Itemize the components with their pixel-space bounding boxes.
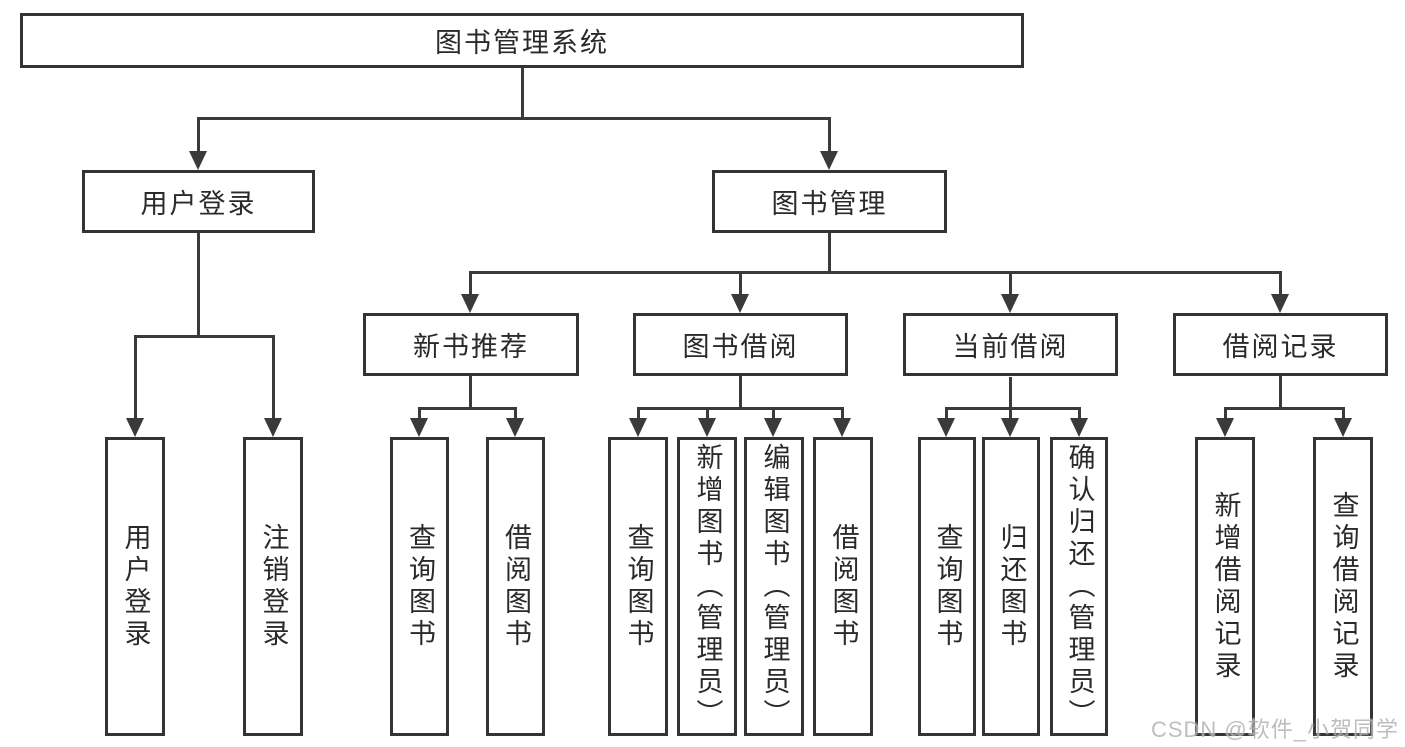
node-leaf-borrow-books-borrow: 借阅图书	[813, 437, 873, 736]
connector-line	[1008, 271, 1012, 295]
node-leaf-query-books-borrow: 查询图书	[608, 437, 668, 736]
node-root: 图书管理系统	[20, 13, 1024, 68]
connector-line	[271, 335, 275, 419]
node-new-book-recommend: 新书推荐	[363, 313, 579, 376]
node-leaf-logout-label: 注销登录	[258, 522, 289, 651]
arrow-down-icon	[410, 418, 428, 437]
connector-line	[827, 117, 831, 152]
connector-line	[520, 68, 524, 118]
arrow-down-icon	[264, 418, 282, 437]
node-leaf-confirm-return-admin: 确认归还（管理员）	[1050, 437, 1108, 736]
arrow-down-icon	[1001, 294, 1019, 313]
arrow-down-icon	[833, 418, 851, 437]
connector-line	[827, 233, 831, 272]
node-leaf-add-borrow-record: 新增借阅记录	[1195, 437, 1255, 736]
connector-line	[417, 407, 421, 419]
node-leaf-confirm-return-admin-label: 确认归还（管理员）	[1064, 442, 1095, 731]
arrow-down-icon	[629, 418, 647, 437]
node-leaf-edit-book-admin: 编辑图书（管理员）	[744, 437, 804, 736]
connector-line	[1223, 406, 1345, 410]
arrow-down-icon	[764, 418, 782, 437]
node-leaf-query-books-current-label: 查询图书	[932, 522, 963, 651]
arrow-down-icon	[731, 294, 749, 313]
node-leaf-add-borrow-record-label: 新增借阅记录	[1210, 490, 1241, 683]
connector-line	[1223, 407, 1227, 419]
arrow-down-icon	[937, 418, 955, 437]
connector-line	[133, 334, 275, 338]
arrow-down-icon	[1216, 418, 1234, 437]
connector-line	[417, 406, 517, 410]
connector-line	[944, 406, 1081, 410]
node-leaf-query-books-recommend-label: 查询图书	[405, 522, 435, 651]
arrow-down-icon	[1334, 418, 1352, 437]
node-leaf-query-books-current: 查询图书	[918, 437, 976, 736]
node-user-login: 用户登录	[82, 170, 315, 233]
connector-line	[771, 407, 775, 419]
connector-line	[944, 407, 948, 419]
node-leaf-logout: 注销登录	[243, 437, 303, 736]
arrow-down-icon	[189, 151, 207, 170]
connector-line	[636, 406, 844, 410]
node-book-borrow: 图书借阅	[633, 313, 848, 376]
node-book-management: 图书管理	[712, 170, 947, 233]
node-leaf-user-login-label: 用户登录	[120, 522, 151, 651]
connector-line	[705, 407, 709, 419]
connector-line	[840, 407, 844, 419]
connector-line	[468, 270, 1282, 274]
connector-line	[1278, 271, 1282, 295]
arrow-down-icon	[698, 418, 716, 437]
arrow-down-icon	[506, 418, 524, 437]
connector-line	[196, 233, 200, 336]
arrow-down-icon	[1070, 418, 1088, 437]
node-leaf-edit-book-admin-label: 编辑图书（管理员）	[759, 442, 790, 731]
node-leaf-add-book-admin-label: 新增图书（管理员）	[692, 442, 723, 731]
connector-line	[133, 335, 137, 419]
connector-line	[738, 271, 742, 295]
node-leaf-query-books-recommend: 查询图书	[390, 437, 449, 736]
node-leaf-borrow-books-borrow-label: 借阅图书	[828, 522, 859, 651]
connector-line	[468, 376, 472, 408]
connector-line	[513, 407, 517, 419]
arrow-down-icon	[1271, 294, 1289, 313]
node-leaf-add-book-admin: 新增图书（管理员）	[677, 437, 737, 736]
node-leaf-user-login: 用户登录	[105, 437, 165, 736]
node-leaf-return-book: 归还图书	[982, 437, 1040, 736]
arrow-down-icon	[461, 294, 479, 313]
node-current-borrow: 当前借阅	[903, 313, 1118, 376]
arrow-down-icon	[126, 418, 144, 437]
node-leaf-query-borrow-record-label: 查询借阅记录	[1328, 490, 1359, 683]
connector-line	[196, 116, 831, 120]
connector-line	[1341, 407, 1345, 419]
node-borrow-records: 借阅记录	[1173, 313, 1388, 376]
node-leaf-borrow-books-recommend: 借阅图书	[486, 437, 545, 736]
connector-line	[738, 376, 742, 408]
connector-line	[196, 117, 200, 152]
node-leaf-query-borrow-record: 查询借阅记录	[1313, 437, 1373, 736]
node-leaf-query-books-borrow-label: 查询图书	[623, 522, 654, 651]
node-leaf-borrow-books-recommend-label: 借阅图书	[501, 522, 531, 651]
connector-line	[636, 407, 640, 419]
arrow-down-icon	[1001, 418, 1019, 437]
arrow-down-icon	[820, 151, 838, 170]
connector-line	[1008, 377, 1012, 419]
connector-line	[1077, 407, 1081, 419]
node-leaf-return-book-label: 归还图书	[996, 522, 1027, 651]
connector-line	[468, 271, 472, 295]
connector-line	[1278, 376, 1282, 408]
watermark: CSDN @软件_小贺同学	[1150, 717, 1399, 742]
